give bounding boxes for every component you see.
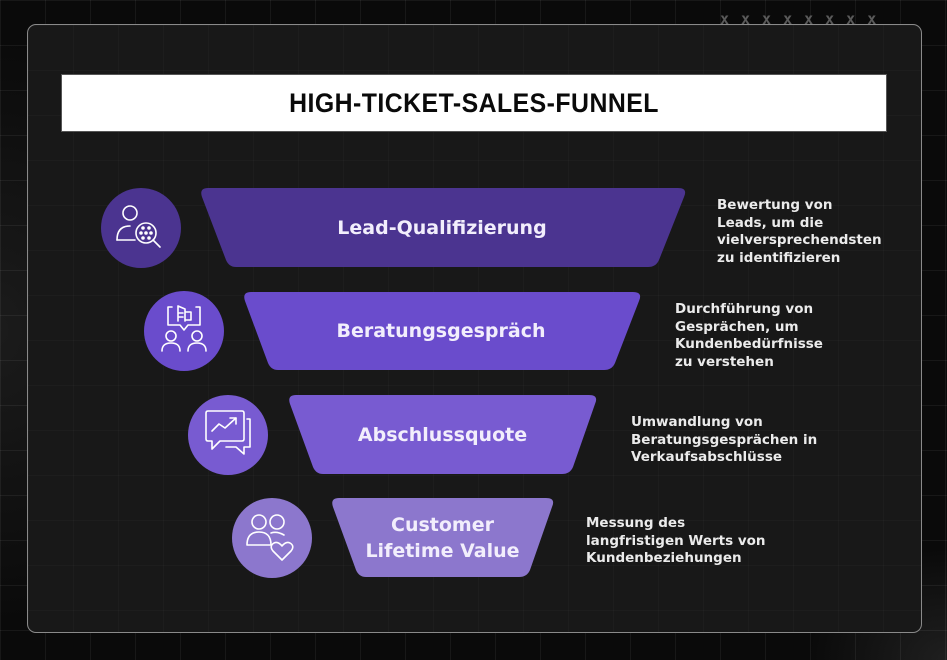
stage-4-description: Messung des langfristigen Werts von Kund… xyxy=(586,515,766,568)
description-line: Gesprächen, um xyxy=(675,318,799,335)
user-search-icon xyxy=(116,205,161,248)
stage-1-label: Lead-Qualifizierung xyxy=(337,216,547,239)
title-banner: HIGH-TICKET-SALES-FUNNEL xyxy=(61,74,887,132)
description-line: vielversprechendsten xyxy=(717,232,882,248)
description-line: Leads, um die xyxy=(717,214,824,231)
description-line: Verkaufsabschlüsse xyxy=(631,449,783,465)
users-heart-icon xyxy=(246,514,294,561)
funnel-stage-2-shape[interactable] xyxy=(244,292,641,370)
description-line: Beratungsgesprächen in xyxy=(631,431,818,448)
page-title: HIGH-TICKET-SALES-FUNNEL xyxy=(289,87,659,118)
stage-3-icon-circle xyxy=(188,395,268,475)
stage-3-description: Umwandlung von Beratungsgesprächen in Ve… xyxy=(631,414,817,467)
description-line: Messung des xyxy=(586,515,686,531)
funnel-stage-1-shape[interactable] xyxy=(201,188,686,267)
stage-2-description: Durchführung von Gesprächen, um Kundenbe… xyxy=(675,301,823,371)
consultation-people-icon xyxy=(161,305,207,352)
stage-1-description: Bewertung von Leads, um die vielversprec… xyxy=(717,197,882,267)
description-line: Bewertung von xyxy=(717,197,833,213)
stage-3-label: Abschlussquote xyxy=(357,423,528,446)
stage-4-label-line-2: Lifetime Value xyxy=(365,539,520,562)
description-line: Kundenbedürfnisse xyxy=(675,336,823,352)
funnel-stage-4-shape[interactable] xyxy=(332,498,554,577)
description-line: zu identifizieren xyxy=(717,249,841,266)
description-line: Durchführung von xyxy=(675,301,814,317)
chat-trend-icon xyxy=(205,410,251,455)
stage-1-icon-circle xyxy=(101,188,181,268)
description-line: langfristigen Werts von xyxy=(586,532,766,549)
description-line: Umwandlung von xyxy=(631,414,763,430)
funnel-stage-3-shape[interactable] xyxy=(289,395,597,474)
stage-4-icon-circle xyxy=(232,498,312,578)
description-line: zu verstehen xyxy=(675,353,774,370)
stage-2-label: Beratungsgespräch xyxy=(336,320,546,342)
description-line: Kundenbeziehungen xyxy=(586,550,742,566)
stage-4-label-line-1: Customer xyxy=(391,513,494,536)
stage-4-label: Customer Lifetime Value xyxy=(356,498,529,577)
stage-2-icon-circle xyxy=(144,291,224,371)
